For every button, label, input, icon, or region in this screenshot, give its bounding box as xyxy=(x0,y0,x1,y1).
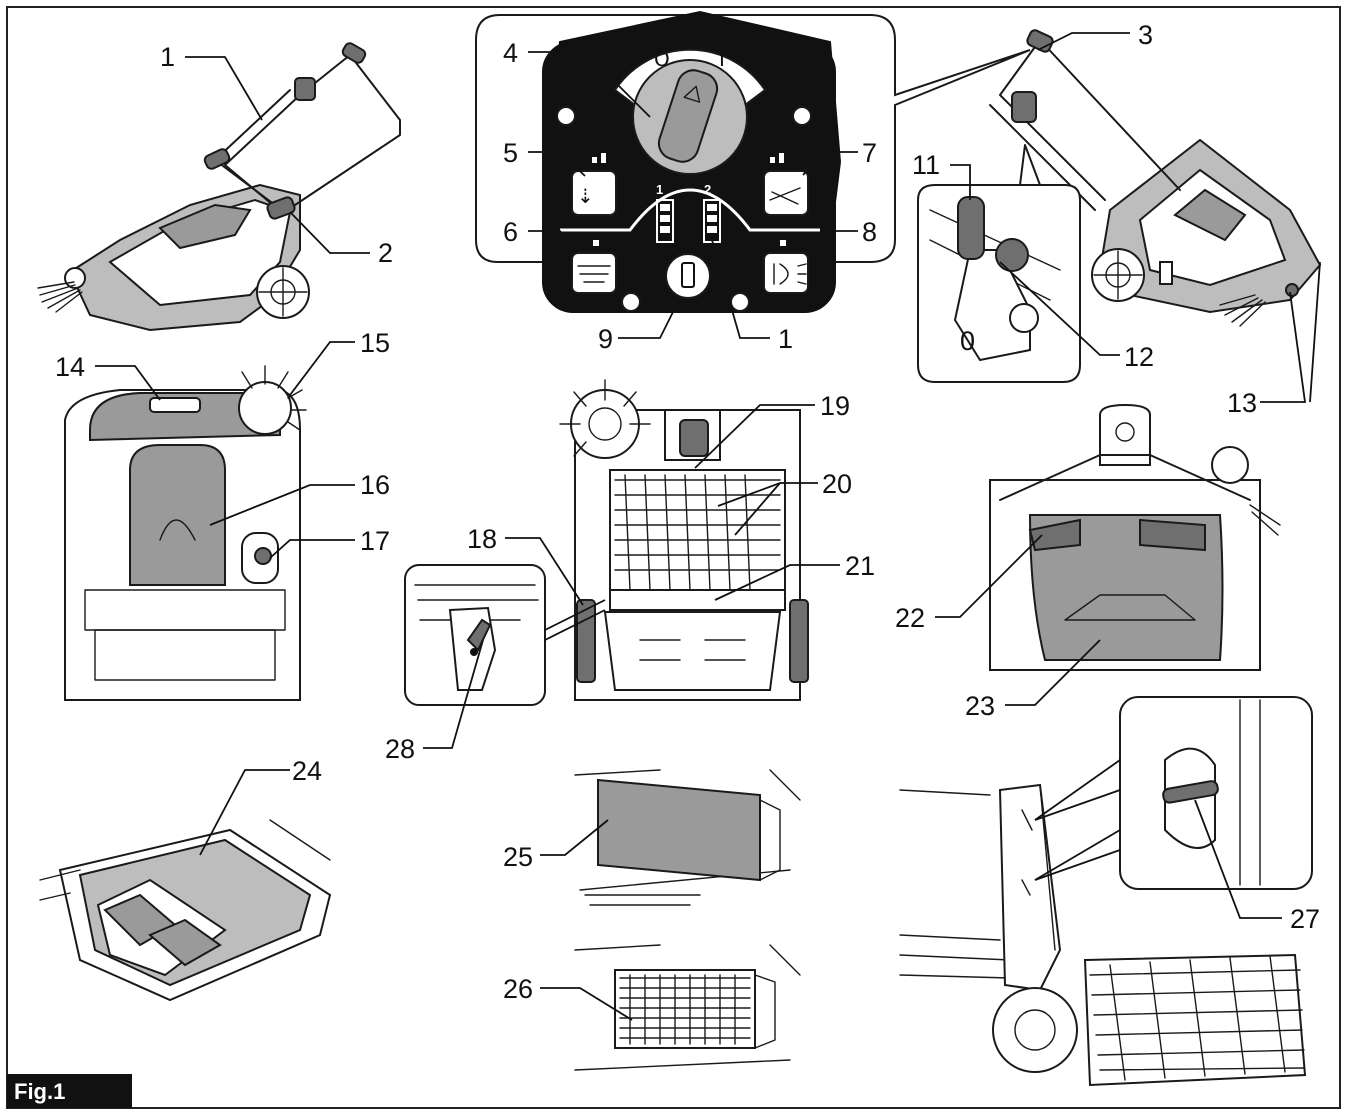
filter-cover-view xyxy=(574,769,801,906)
battery-icon xyxy=(681,262,695,288)
filter-clean-icon xyxy=(577,265,611,283)
callout-8: 8 xyxy=(862,217,877,247)
side-brush-dust xyxy=(1249,504,1281,536)
brush-height-button[interactable] xyxy=(571,170,617,216)
callout-14: 14 xyxy=(55,352,85,382)
callout-1-handle: 1 xyxy=(160,42,175,72)
callout-28: 28 xyxy=(385,734,415,764)
callout-27: 27 xyxy=(1290,904,1320,934)
brush-height-icon: ⇣ xyxy=(577,184,594,208)
main-brush-view xyxy=(899,696,1313,1087)
filter-element-view xyxy=(574,944,801,1071)
callout-1-battery-indicator: 1 xyxy=(778,324,793,354)
charge-port xyxy=(254,547,272,565)
latch-detail xyxy=(404,564,606,706)
control-panel-callout: O I ⇣ 1 2 xyxy=(475,10,1031,313)
dust-box-handle xyxy=(1139,518,1206,552)
main-brush xyxy=(1083,953,1307,1087)
filter-lock-handle xyxy=(679,419,709,457)
battery-slot-1-label: 1 xyxy=(656,182,663,197)
callout-4: 4 xyxy=(503,38,518,68)
switch-on-label: I xyxy=(719,47,725,71)
callout-21: 21 xyxy=(845,551,875,581)
callout-18: 18 xyxy=(467,524,497,554)
sweeper-top-view xyxy=(64,365,307,701)
side-brush-front xyxy=(559,379,651,457)
callout-9: 9 xyxy=(598,324,613,354)
callout-19: 19 xyxy=(820,391,850,421)
callout-15: 15 xyxy=(360,328,390,358)
handle-latch-detail: 0 xyxy=(917,144,1081,383)
callout-2: 2 xyxy=(378,238,393,268)
side-brush-top xyxy=(241,365,307,431)
sweeper-rear-3q-view xyxy=(989,29,1322,327)
callout-20: 20 xyxy=(822,469,852,499)
filter-cover xyxy=(597,778,761,882)
sweeper-filter-view xyxy=(559,379,809,701)
side-brush-bristles xyxy=(37,281,83,313)
callout-23: 23 xyxy=(965,691,995,721)
callout-25: 25 xyxy=(503,842,533,872)
latch-lock-mark: 0 xyxy=(960,326,975,356)
battery-slot-2-label: 2 xyxy=(704,182,711,197)
callout-13: 13 xyxy=(1227,388,1257,418)
light-button[interactable] xyxy=(763,252,809,294)
callout-3: 3 xyxy=(1138,20,1153,50)
figure-label: Fig.1 xyxy=(14,1079,65,1104)
battery-indicator xyxy=(656,199,721,243)
panel-filter xyxy=(609,469,786,591)
handle-knob xyxy=(995,238,1029,272)
callout-22: 22 xyxy=(895,603,925,633)
brush-cover-lock xyxy=(1162,780,1219,804)
callout-16: 16 xyxy=(360,470,390,500)
figure-badge xyxy=(7,1074,132,1108)
battery-slot-2 xyxy=(148,918,222,967)
callout-12: 12 xyxy=(1124,342,1154,372)
battery-check-button[interactable] xyxy=(665,253,711,299)
filter-bottom-strip xyxy=(609,589,786,611)
dust-box xyxy=(1028,514,1224,661)
callout-6: 6 xyxy=(503,217,518,247)
figure-frame xyxy=(6,6,1341,1109)
blower-latch-lever xyxy=(466,618,492,652)
callout-26: 26 xyxy=(503,974,533,1004)
filter-clean-button[interactable] xyxy=(571,252,617,294)
filter-element xyxy=(614,969,756,1049)
headlight-icon xyxy=(773,263,807,285)
filter-shake-icon xyxy=(769,187,801,205)
side-brush-rear-bristles xyxy=(1219,294,1266,327)
battery-compartment-view xyxy=(39,819,332,1002)
battery-cover xyxy=(129,444,226,586)
callout-5: 5 xyxy=(503,138,518,168)
handle-lock-lever xyxy=(957,196,985,260)
callout-11: 11 xyxy=(912,150,940,180)
callout-7: 7 xyxy=(862,138,877,168)
sweeper-dust-bin-view xyxy=(989,403,1281,671)
callout-17: 17 xyxy=(360,526,390,556)
sweeper-side-view xyxy=(37,42,401,332)
callout-24: 24 xyxy=(292,756,322,786)
